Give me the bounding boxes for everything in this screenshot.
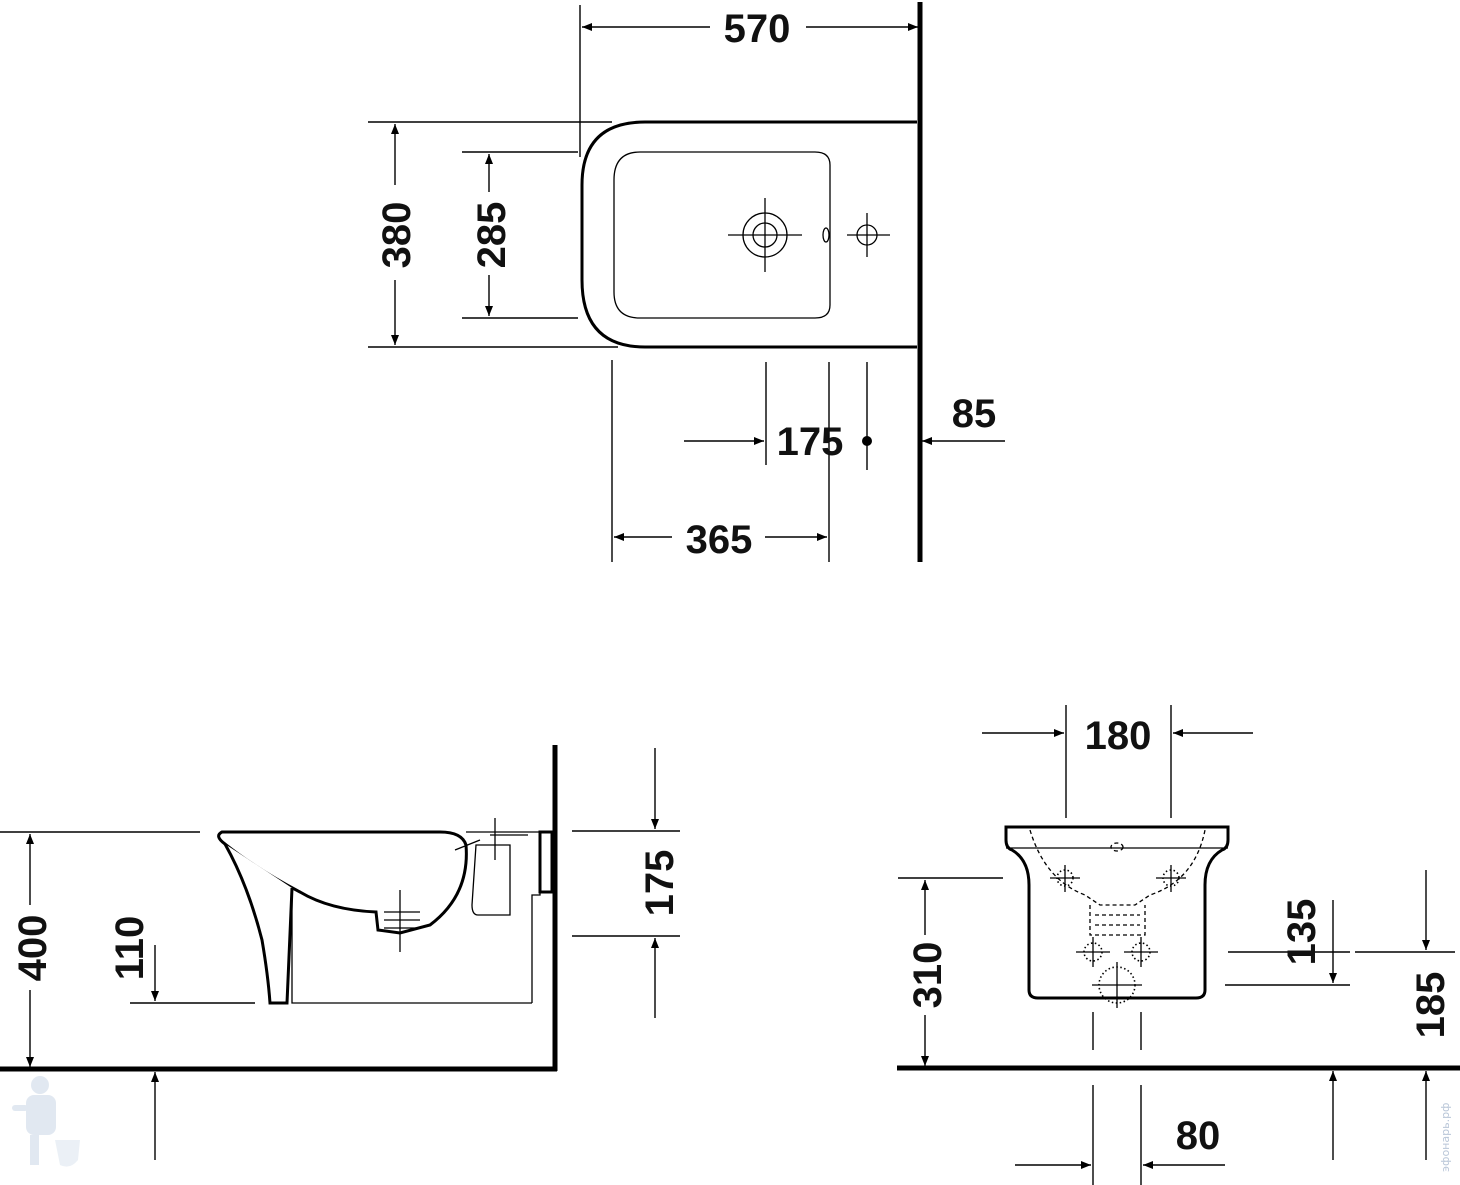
inlet-left-icon	[1076, 937, 1110, 967]
top-view-bowl-outline	[613, 151, 831, 319]
dim-bolt-spacing-180: 180	[1085, 714, 1152, 758]
dim-front-tap-365: 365	[686, 518, 753, 562]
overflow-slot-icon	[822, 227, 830, 243]
top-view: 570 380 285 85 175 365	[368, 2, 1005, 562]
dim-outlet-110: 110	[108, 916, 152, 981]
centre-mark-icon	[862, 436, 872, 446]
tap-hole-icon	[728, 198, 802, 272]
watermark-logo-icon	[12, 1076, 80, 1167]
side-view-rear	[466, 831, 541, 1003]
dim-bowl-285: 285	[470, 202, 514, 269]
fixing-bolt-right-icon	[1156, 865, 1186, 892]
dim-hole-spacing-175: 175	[777, 420, 844, 464]
dim-width-570: 570	[724, 7, 791, 51]
side-view-base-line	[291, 888, 532, 1004]
dim-wall-hole-85: 85	[952, 392, 997, 436]
dim-height-400: 400	[11, 915, 55, 982]
front-view-bidet-outline	[1004, 825, 1230, 1000]
front-view: 180 310 135 185 80	[897, 705, 1460, 1185]
dim-bolt-135: 135	[1280, 899, 1324, 966]
side-view: 400 110 175	[0, 745, 682, 1160]
fixing-hole-icon	[847, 213, 890, 257]
dim-drain-80: 80	[1176, 1114, 1221, 1158]
dim-fixing-175: 175	[638, 850, 682, 917]
wall-bracket	[538, 830, 554, 894]
side-view-pedestal	[223, 843, 294, 1005]
dim-depth-380: 380	[375, 202, 419, 269]
drain-outlet-icon	[1092, 962, 1142, 1008]
fixing-bolt-left-icon	[1050, 865, 1080, 892]
side-view-bidet-outline	[217, 830, 468, 935]
side-view-inlet	[471, 844, 511, 916]
dim-drain-185: 185	[1409, 972, 1453, 1039]
watermark-text: эфонарь.рф	[1439, 1103, 1452, 1172]
inlet-right-icon	[1124, 937, 1158, 967]
dim-height-310: 310	[906, 942, 950, 1009]
